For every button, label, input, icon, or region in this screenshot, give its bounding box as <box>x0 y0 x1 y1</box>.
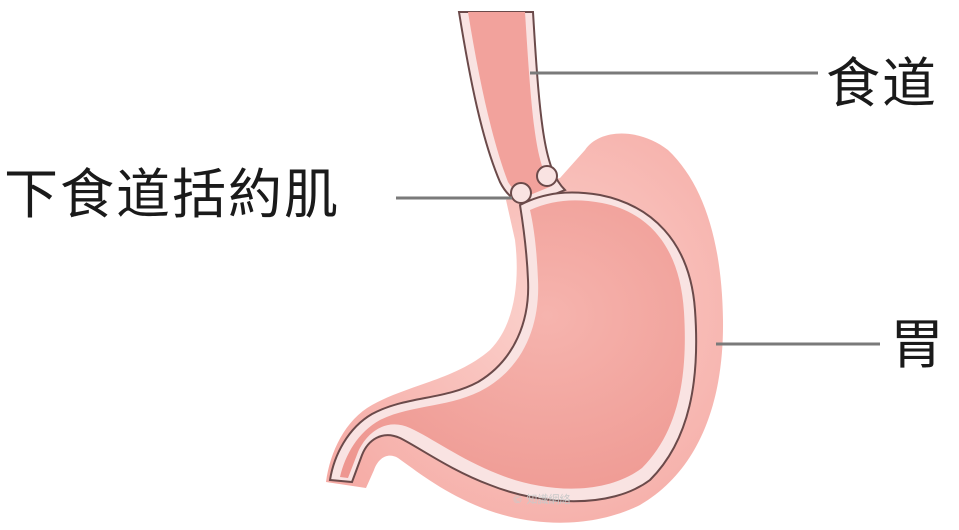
lower-esophageal-sphincter-label: 下食道括約肌 <box>4 168 340 222</box>
esophagus-label: 食道 <box>826 57 938 111</box>
stomach-label: 胃 <box>890 318 946 372</box>
watermark: © 知識網絡 <box>512 491 571 507</box>
sphincter-bump-right <box>537 166 557 186</box>
sphincter-bump-left <box>511 183 531 203</box>
